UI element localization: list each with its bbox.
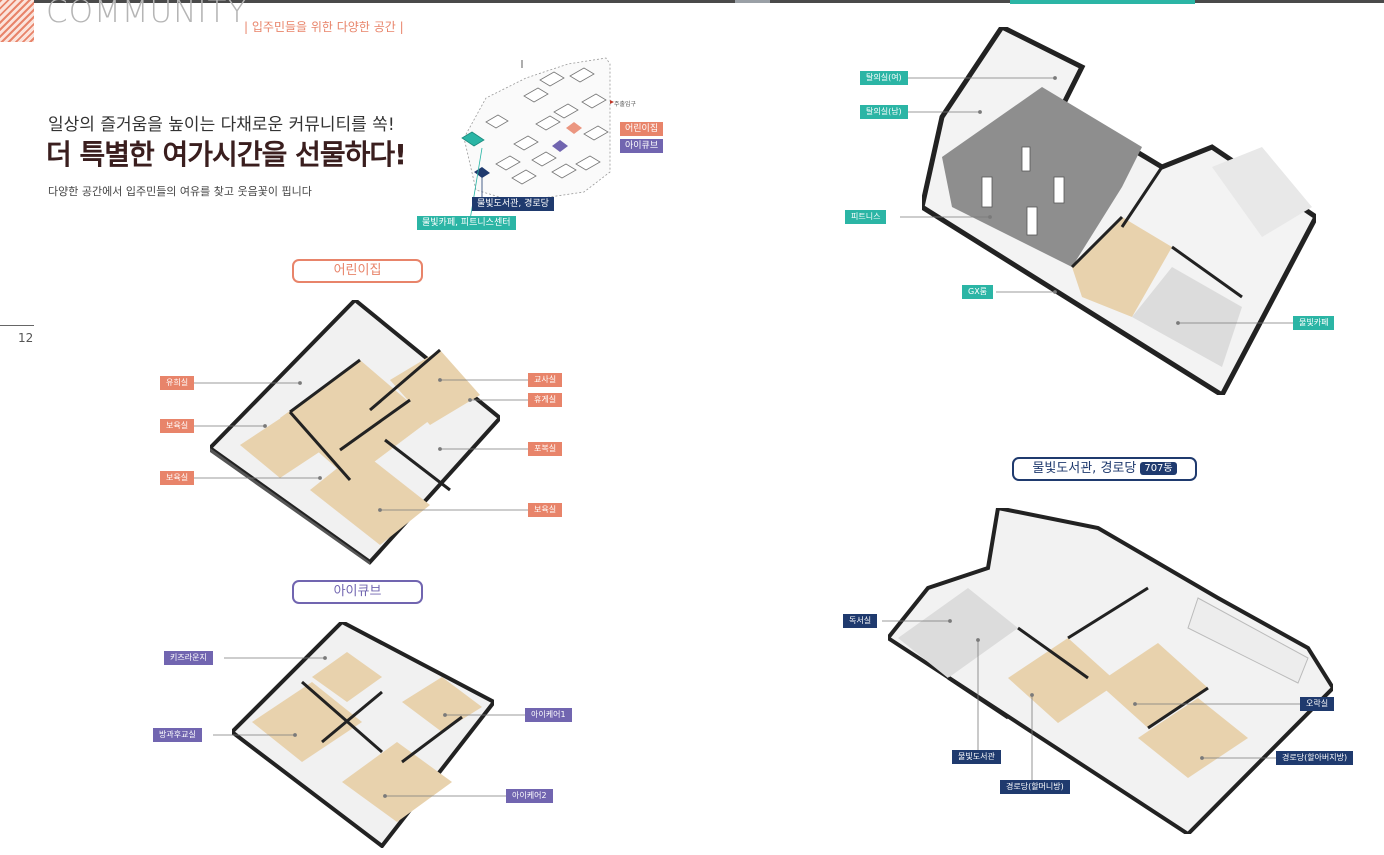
room-label-locker-men: 탈의실(남)	[860, 105, 908, 119]
room-label-kids-lounge: 키즈라운지	[164, 651, 213, 665]
corner-stripe-decoration	[0, 0, 34, 42]
room-label-teachers-room: 교사실	[528, 373, 563, 387]
room-label-icare-2: 아이케어2	[506, 789, 553, 803]
room-label-cafe: 물빛카페	[1293, 316, 1335, 330]
entrance-label: 주출입구	[614, 101, 637, 108]
room-label-senior-men: 경로당(할아버지방)	[1276, 751, 1354, 765]
room-label-game-room: 오락실	[1300, 697, 1335, 711]
daycare-floor-plan	[210, 300, 500, 565]
daycare-section-title: 어린이집	[292, 259, 423, 283]
site-label-cafe: 물빛카페, 피트니스센터	[417, 216, 516, 230]
intro-description: 다양한 공간에서 입주민들의 여유를 찾고 웃음꽃이 핍니다	[48, 185, 312, 198]
top-accent-bar	[1010, 0, 1195, 4]
section-title: COMMUNITY	[46, 0, 248, 30]
room-label-locker-women: 탈의실(여)	[860, 71, 908, 85]
page-number: 12	[18, 331, 34, 345]
page-number-rule	[0, 325, 34, 326]
fitness-floor-plan	[922, 27, 1316, 395]
site-label-daycare: 어린이집	[620, 122, 664, 136]
room-label-senior-women: 경로당(할머니방)	[1000, 780, 1070, 794]
room-label-gx-room: GX룸	[962, 285, 994, 299]
section-subtitle: | 입주민들을 위한 다양한 공간 |	[244, 20, 404, 34]
site-label-library: 물빛도서관, 경로당	[472, 197, 554, 211]
icube-floor-plan	[232, 622, 494, 848]
room-label-after-school: 방과후교실	[153, 728, 202, 742]
building-tag: 707동	[1140, 462, 1177, 475]
site-map	[461, 57, 614, 221]
room-label-playroom: 유희실	[160, 376, 195, 390]
icube-section-title: 아이큐브	[292, 580, 423, 604]
intro-headline: 더 특별한 여가시간을 선물하다!	[46, 138, 407, 171]
top-rule-divider	[735, 0, 770, 3]
room-label-crawling-room: 포복실	[528, 442, 563, 456]
room-label-nursery-3: 보육실	[528, 503, 563, 517]
room-label-nursery-1: 보육실	[160, 419, 195, 433]
room-label-icare-1: 아이케어1	[525, 708, 572, 722]
top-rule	[0, 0, 735, 3]
intro-lead: 일상의 즐거움을 높이는 다채로운 커뮤니티를 쏙!	[48, 115, 395, 135]
room-label-nursery-2: 보육실	[160, 471, 195, 485]
room-label-fitness: 피트니스	[845, 210, 887, 224]
site-label-icube: 아이큐브	[620, 139, 664, 153]
room-label-lounge: 휴게실	[528, 393, 563, 407]
room-label-library: 물빛도서관	[952, 750, 1001, 764]
library-floor-plan	[888, 508, 1333, 834]
library-title-text: 물빛도서관, 경로당	[1032, 461, 1137, 476]
room-label-reading-room: 독서실	[843, 614, 878, 628]
